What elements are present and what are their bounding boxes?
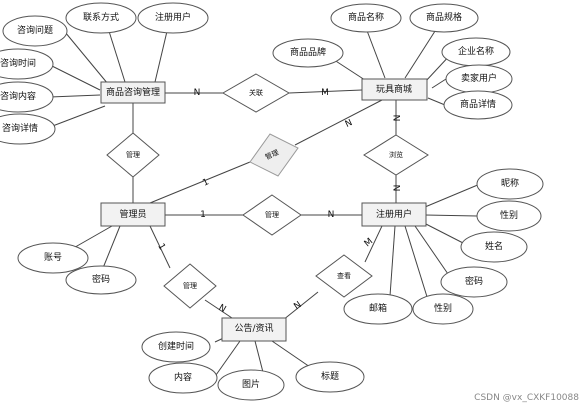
- attr-user-gender[interactable]: 性别: [476, 200, 542, 232]
- attr-consult-user-label: 注册用户: [155, 11, 191, 23]
- attr-user-password[interactable]: 密码: [440, 266, 508, 298]
- attr-consult-content[interactable]: 咨询内容: [0, 81, 54, 113]
- card-admin-manage-user: 1: [200, 210, 206, 220]
- card-notice-view: N: [292, 300, 303, 312]
- attr-notice-content-label: 内容: [174, 371, 192, 383]
- attr-notice-created[interactable]: 创建时间: [141, 331, 211, 363]
- attr-toy-seller[interactable]: 卖家用户: [445, 64, 513, 94]
- card-manage-notice-end: N: [217, 303, 228, 315]
- relation-browse-label: 浏览: [389, 150, 403, 159]
- relation-browse[interactable]: 浏览: [363, 134, 429, 176]
- attr-toy-seller-label: 卖家用户: [461, 72, 497, 84]
- attr-user-email[interactable]: 邮箱: [343, 293, 413, 325]
- entity-notice-label: 公告/资讯: [234, 322, 273, 334]
- entity-admin[interactable]: 管理员: [100, 202, 166, 227]
- entity-notice[interactable]: 公告/资讯: [221, 317, 287, 342]
- attr-consult-time[interactable]: 咨询时间: [0, 48, 54, 80]
- attr-user-email-label: 邮箱: [369, 302, 387, 314]
- attr-toy-detail-label: 商品详情: [460, 98, 496, 110]
- card-manage-user-end: N: [328, 210, 335, 220]
- attr-consult-content-label: 咨询内容: [0, 90, 36, 102]
- relation-manage-consult[interactable]: 管理: [106, 132, 160, 178]
- entity-user[interactable]: 注册用户: [361, 202, 427, 227]
- watermark-text: CSDN @vx_CXKF10088: [474, 393, 579, 403]
- attr-notice-image[interactable]: 图片: [217, 369, 285, 401]
- attr-toy-brand[interactable]: 商品品牌: [272, 38, 344, 68]
- relation-manage-toy[interactable]: 管理: [249, 133, 299, 177]
- attr-notice-content[interactable]: 内容: [148, 362, 218, 394]
- attr-user-gender-2[interactable]: 性别: [412, 293, 474, 325]
- attr-toy-spec-label: 商品规格: [426, 11, 462, 23]
- relation-manage-user-label: 管理: [265, 210, 279, 219]
- card-relate-right: M: [321, 88, 329, 98]
- attr-user-gender-label: 性别: [500, 209, 518, 221]
- connector-lines: [47, 26, 481, 381]
- attr-notice-title-label: 标题: [321, 370, 339, 382]
- attr-admin-account-label: 账号: [44, 252, 62, 263]
- entity-consult-mgmt-label: 商品咨询管理: [106, 86, 160, 98]
- attr-toy-detail[interactable]: 商品详情: [443, 90, 513, 120]
- attr-user-gender-2-label: 性别: [434, 302, 452, 314]
- attr-toy-company-label: 企业名称: [458, 45, 494, 57]
- relation-relate-label: 关联: [249, 88, 263, 97]
- card-view-user: M: [363, 237, 375, 250]
- entity-admin-label: 管理员: [119, 208, 146, 220]
- attr-notice-created-label: 创建时间: [158, 340, 194, 352]
- card-toy-browse: N: [393, 115, 403, 122]
- relation-manage-notice-label: 管理: [183, 281, 197, 290]
- card-manage-toy-end: N: [344, 118, 354, 130]
- card-relate-left: N: [194, 88, 201, 98]
- attr-admin-password-label: 密码: [92, 273, 110, 285]
- attr-admin-password[interactable]: 密码: [65, 265, 137, 295]
- relation-view-label: 查看: [337, 271, 351, 280]
- card-browse-user: N: [393, 185, 403, 192]
- card-admin-manage-toy: 1: [201, 177, 210, 188]
- relation-manage-user[interactable]: 管理: [242, 194, 302, 236]
- attr-admin-account[interactable]: 账号: [17, 242, 89, 274]
- attr-toy-name-label: 商品名称: [348, 11, 384, 23]
- card-admin-manage-notice: 1: [155, 242, 167, 252]
- relation-manage-notice[interactable]: 管理: [163, 263, 217, 309]
- relation-view[interactable]: 查看: [315, 254, 373, 298]
- attr-consult-question[interactable]: 咨询问题: [2, 15, 68, 47]
- attr-consult-user[interactable]: 注册用户: [137, 2, 209, 34]
- cardinality-labels: N M N N 1 N 1 N 1 N N M: [155, 88, 403, 315]
- attr-consult-time-label: 咨询时间: [0, 57, 36, 69]
- attr-consult-detail-label: 咨询详情: [2, 122, 38, 134]
- entity-user-label: 注册用户: [376, 208, 412, 220]
- relation-manage-consult-label: 管理: [126, 150, 140, 159]
- entity-consult-mgmt[interactable]: 商品咨询管理: [100, 81, 166, 104]
- attr-consult-detail[interactable]: 咨询详情: [0, 113, 56, 145]
- attr-toy-brand-label: 商品品牌: [290, 46, 326, 58]
- attr-user-nickname[interactable]: 昵称: [476, 168, 544, 200]
- relation-relate[interactable]: 关联: [221, 73, 291, 113]
- attr-toy-company[interactable]: 企业名称: [441, 37, 511, 67]
- attr-notice-title[interactable]: 标题: [295, 361, 365, 393]
- attr-user-realname[interactable]: 姓名: [460, 231, 528, 263]
- attr-toy-name[interactable]: 商品名称: [330, 3, 402, 33]
- entity-toy-mall[interactable]: 玩具商城: [361, 78, 428, 101]
- attr-toy-spec[interactable]: 商品规格: [409, 3, 479, 33]
- attr-user-nickname-label: 昵称: [501, 177, 519, 189]
- attr-user-realname-label: 姓名: [485, 240, 503, 252]
- attr-user-password-label: 密码: [465, 275, 483, 287]
- attr-consult-question-label: 咨询问题: [17, 24, 53, 36]
- attr-consult-contact[interactable]: 联系方式: [65, 2, 137, 34]
- attr-consult-contact-label: 联系方式: [83, 11, 119, 23]
- entity-toy-mall-label: 玩具商城: [376, 83, 412, 95]
- attr-notice-image-label: 图片: [242, 378, 260, 390]
